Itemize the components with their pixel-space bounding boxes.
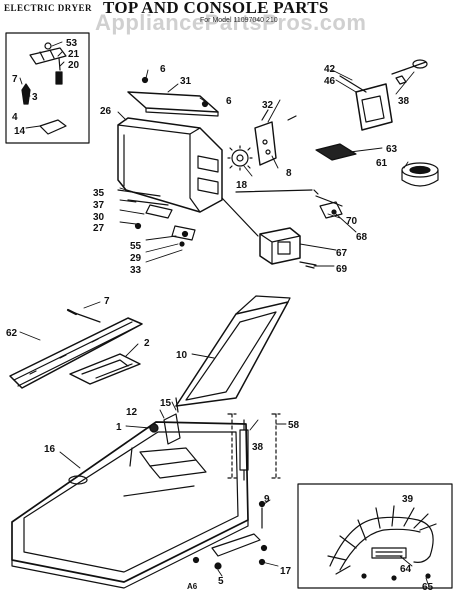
part-labels: 53 21 20 7 3 4 14 6 31 6 26 35 37 30 27 …: [6, 38, 434, 593]
part-label-68: 68: [356, 232, 368, 243]
part-label-7-inset: 7: [12, 74, 18, 85]
part-label-55: 55: [130, 241, 142, 252]
wire-harness-part: [327, 505, 437, 581]
part-label-69: 69: [336, 264, 348, 275]
part-label-35: 35: [93, 188, 105, 199]
lint-screen-latch-callout: [227, 413, 281, 481]
part-label-58: 58: [288, 420, 300, 431]
part-label-7: 7: [104, 296, 110, 307]
part-label-63: 63: [386, 144, 398, 155]
part-label-67: 67: [336, 248, 348, 259]
part-label-10: 10: [176, 350, 188, 361]
part-label-15: 15: [160, 398, 172, 409]
part-label-53: 53: [66, 38, 78, 49]
push-to-start-switch-part: [235, 189, 343, 219]
timer-knob-part: [401, 162, 439, 187]
top-hinge-part: [192, 500, 268, 570]
header-appliance-type: ELECTRIC DRYER: [4, 3, 92, 13]
part-label-37: 37: [93, 200, 105, 211]
part-label-17: 17: [280, 566, 292, 577]
callout-leader-lines: [19, 41, 429, 585]
hinge-bracket-part: [21, 42, 67, 135]
page-title: TOP AND CONSOLE PARTS: [103, 0, 329, 17]
rear-trim-strip-part: [9, 308, 143, 389]
part-label-16: 16: [44, 444, 56, 455]
part-label-65: 65: [422, 582, 434, 593]
part-label-39: 39: [402, 494, 414, 505]
part-label-62: 62: [6, 328, 18, 339]
part-label-61: 61: [376, 158, 388, 169]
part-label-29: 29: [130, 253, 142, 264]
part-label-42: 42: [324, 64, 336, 75]
part-label-31: 31: [180, 76, 192, 87]
lint-filter-lid-part: [175, 295, 291, 407]
hardware-inset-box: [5, 32, 90, 144]
part-label-33: 33: [130, 265, 142, 276]
switch-bracket-part: [254, 109, 297, 166]
dryer-top-cover-part: [11, 421, 249, 589]
part-label-3: 3: [32, 92, 38, 103]
part-label-27: 27: [93, 223, 105, 234]
part-label-12: 12: [126, 407, 138, 418]
part-label-4: 4: [12, 112, 18, 123]
part-label-32: 32: [262, 100, 274, 111]
part-label-6-left: 6: [160, 64, 166, 75]
timer-part: [221, 195, 343, 269]
timer-gear-part: [227, 145, 253, 171]
header-model-subtitle: For Model 11097040 210: [200, 17, 278, 24]
console-screws: [117, 189, 196, 247]
part-label-21: 21: [68, 49, 80, 60]
light-lens-part: [315, 143, 357, 161]
part-label-1: 1: [116, 422, 122, 433]
part-label-2: 2: [144, 338, 150, 349]
part-label-18: 18: [236, 180, 248, 191]
top-panel-part: [127, 76, 219, 117]
console-housing-part: [117, 117, 223, 213]
part-label-8: 8: [286, 168, 292, 179]
part-label-70: 70: [346, 216, 358, 227]
part-label-64: 64: [400, 564, 412, 575]
light-assembly-part: [339, 59, 428, 131]
page-code: A6: [187, 582, 198, 591]
part-label-14: 14: [14, 126, 26, 137]
part-label-38-top: 38: [398, 96, 410, 107]
part-label-38-mid: 38: [252, 442, 264, 453]
watermark: AppliancePartsPros.com: [95, 10, 367, 35]
part-label-20: 20: [68, 60, 80, 71]
control-panel-insert-part: [69, 353, 141, 385]
part-label-26: 26: [100, 106, 112, 117]
part-label-6-right: 6: [226, 96, 232, 107]
part-label-46: 46: [324, 76, 336, 87]
part-label-30: 30: [93, 212, 105, 223]
part-label-9: 9: [264, 494, 270, 505]
wire-harness-inset-box: [297, 483, 453, 589]
part-label-5: 5: [218, 576, 224, 587]
